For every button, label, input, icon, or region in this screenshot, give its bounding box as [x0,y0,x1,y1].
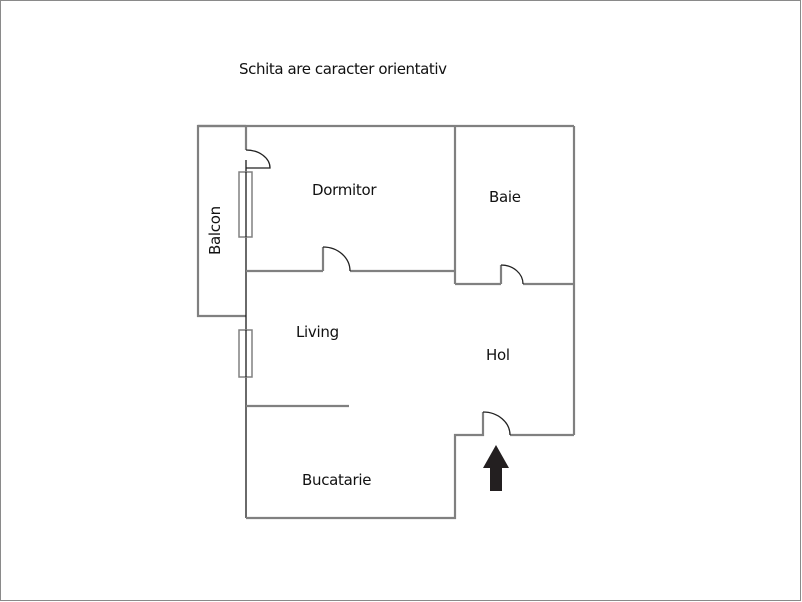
baie-door-swing [500,264,524,285]
room-label-dormitor: Dormitor [312,181,377,199]
disclaimer-note: Schita are caracter orientativ [239,60,447,78]
balcony-door-swing [245,149,271,169]
room-label-living: Living [296,323,339,341]
entrance-arrow-icon [483,445,509,491]
room-label-bucatarie: Bucatarie [302,471,372,489]
room-label-hol: Hol [486,346,510,364]
room-label-baie: Baie [489,188,521,206]
entrance-door-swing [482,411,511,436]
room-label-balcon: Balcon [206,206,224,255]
dormitor-door-swing [322,246,351,272]
entrance-jamb [246,412,485,520]
